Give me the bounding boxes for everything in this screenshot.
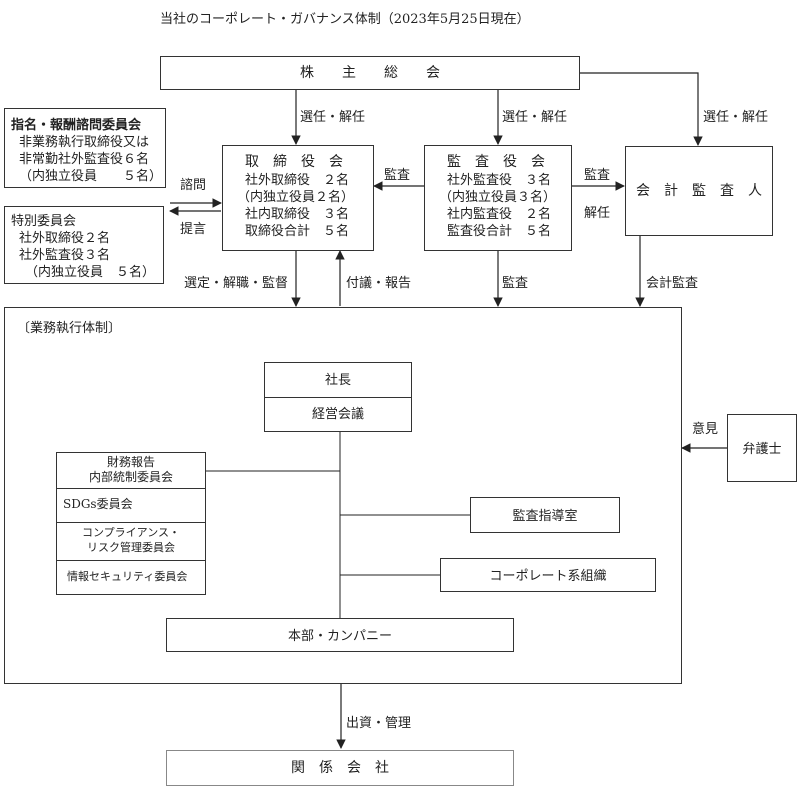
president-label: 社長 xyxy=(324,373,351,388)
lawyer-label: 弁護士 xyxy=(742,442,782,457)
committee-info-security: 情報セキュリティ委員会 xyxy=(67,570,188,583)
affiliates-box: 関 係 会 社 xyxy=(166,750,514,786)
committee-sdgs: SDGs委員会 xyxy=(63,497,133,511)
audit-board-line: 監査役合計 ５名 xyxy=(447,224,552,239)
shareholders-meeting-label: 株 主 総 会 xyxy=(300,65,440,81)
special-committee-line: 社外取締役２名 xyxy=(19,231,111,246)
audit-label: 監査 xyxy=(502,276,529,291)
committee-financial-reporting: 財務報告 内部統制委員会 xyxy=(88,455,173,484)
committee-compliance-risk: コンプライアンス・ リスク管理委員会 xyxy=(81,526,180,554)
audit-board-box: 監 査 役 会 社外監査役 ３名 （内独立役員３名） 社内監査役 ２名 監査役合… xyxy=(424,145,572,251)
management-meeting-label: 経営会議 xyxy=(311,407,364,422)
nomination-committee-line: （内独立役員 ５名） xyxy=(19,169,163,184)
board-line: （内独立役員２名） xyxy=(237,190,355,205)
audit-office-label: 監査指導室 xyxy=(512,509,578,524)
report-label: 付議・報告 xyxy=(346,276,412,291)
audit-label: 監査 xyxy=(584,168,611,183)
nomination-committee-line: 非業務執行取締役又は xyxy=(19,135,150,150)
president-box: 社長 経営会議 xyxy=(264,362,412,432)
divider xyxy=(57,488,205,489)
corporate-org-box: コーポレート系組織 xyxy=(440,558,656,592)
affiliates-label: 関 係 会 社 xyxy=(291,760,389,776)
consult-label: 諮問 xyxy=(180,178,207,193)
audit-board-title: 監 査 役 会 xyxy=(447,154,545,170)
divider xyxy=(57,560,205,561)
audit-board-line: 社内監査役 ２名 xyxy=(447,207,552,222)
board-title: 取 締 役 会 xyxy=(245,154,343,170)
corporate-org-label: コーポレート系組織 xyxy=(489,569,607,584)
board-of-directors-box: 取 締 役 会 社外取締役 ２名 （内独立役員２名） 社内取締役 ３名 取締役合… xyxy=(222,145,374,251)
lawyer-box: 弁護士 xyxy=(727,414,797,482)
accounting-auditor-label: 会 計 監 査 人 xyxy=(636,183,762,199)
shareholders-meeting-box: 株 主 総 会 xyxy=(160,56,580,90)
opinion-label: 意見 xyxy=(692,422,719,437)
divider xyxy=(265,397,411,398)
invest-manage-label: 出資・管理 xyxy=(346,716,412,731)
board-line: 社外取締役 ２名 xyxy=(245,173,350,188)
special-committee-box: 特別委員会 社外取締役２名 社外監査役３名 （内独立役員 ５名） xyxy=(4,206,164,284)
special-committee-line: 社外監査役３名 xyxy=(19,248,111,263)
audit-board-line: （内独立役員３名） xyxy=(439,190,557,205)
page-title: 当社のコーポレート・ガバナンス体制（2023年5月25日現在） xyxy=(160,12,530,27)
audit-label: 監査 xyxy=(384,168,411,183)
select-supervise-label: 選定・解職・監督 xyxy=(184,276,289,291)
divisions-box: 本部・カンパニー xyxy=(166,618,514,652)
audit-board-line: 社外監査役 ３名 xyxy=(447,173,552,188)
propose-label: 提言 xyxy=(180,222,207,237)
accounting-auditor-box: 会 計 監 査 人 xyxy=(625,146,773,236)
execution-system-label: 〔業務執行体制〕 xyxy=(17,321,122,336)
nomination-committee-line: 非常勤社外監査役６名 xyxy=(19,152,150,167)
elect-dismiss-label: 選任・解任 xyxy=(502,110,568,125)
accounting-audit-label: 会計監査 xyxy=(646,276,699,291)
dismiss-label: 解任 xyxy=(584,206,611,221)
elect-dismiss-label: 選任・解任 xyxy=(703,110,769,125)
divider xyxy=(57,522,205,523)
execution-system-frame: 〔業務執行体制〕 xyxy=(4,307,682,684)
special-committee-line: （内独立役員 ５名） xyxy=(25,265,156,280)
audit-office-box: 監査指導室 xyxy=(470,497,620,533)
special-committee-title: 特別委員会 xyxy=(11,214,77,229)
nomination-committee-title: 指名・報酬諮問委員会 xyxy=(11,118,142,133)
nomination-committee-box: 指名・報酬諮問委員会 非業務執行取締役又は 非常勤社外監査役６名 （内独立役員 … xyxy=(4,108,166,188)
divisions-label: 本部・カンパニー xyxy=(287,629,392,644)
board-line: 取締役合計 ５名 xyxy=(245,224,350,239)
board-line: 社内取締役 ３名 xyxy=(245,207,350,222)
committees-box: 財務報告 内部統制委員会 SDGs委員会 コンプライアンス・ リスク管理委員会 … xyxy=(56,452,206,595)
elect-dismiss-label: 選任・解任 xyxy=(300,110,366,125)
